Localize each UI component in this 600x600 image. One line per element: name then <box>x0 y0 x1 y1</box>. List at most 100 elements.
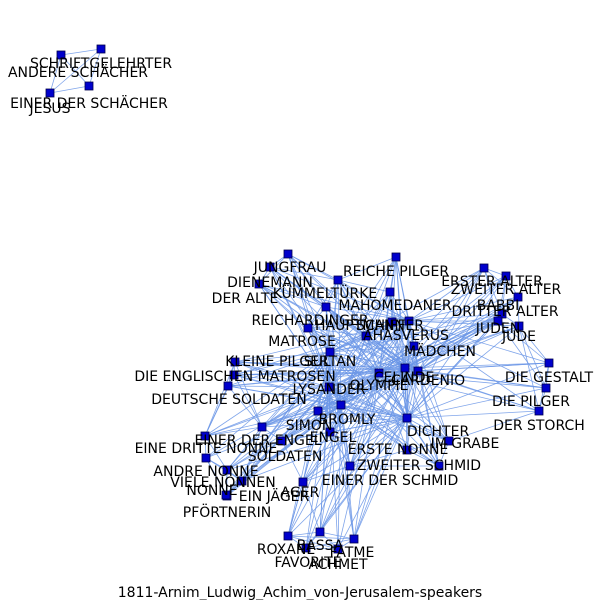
node-label-favorite: FAVORITE <box>274 555 341 571</box>
graph-node-kleine-pilger <box>230 357 240 367</box>
graph-edge <box>305 372 380 549</box>
graph-edge <box>391 321 408 419</box>
graph-node-jesus <box>45 88 55 98</box>
graph-edge <box>60 48 102 56</box>
graph-edge <box>406 370 419 451</box>
node-label-ager: AGER <box>281 485 320 501</box>
graph-edge <box>365 291 391 337</box>
graph-edge <box>448 410 540 442</box>
graph-node-einer-der-engel <box>257 422 267 432</box>
graph-edge <box>340 321 393 406</box>
graph-node-der-storch <box>534 406 544 416</box>
graph-node-die-gestalt <box>544 358 554 368</box>
graph-node-bassa <box>315 527 325 537</box>
node-label-celinde: CELINDE <box>374 370 435 386</box>
edge-layer <box>49 48 550 550</box>
graph-edge <box>329 417 408 433</box>
graph-node-jude <box>514 321 524 331</box>
node-label-kleine-pilger: KLEINE PILGER <box>225 354 329 370</box>
node-label-olympie: OLYMPIE <box>349 378 408 394</box>
graph-edge <box>205 386 330 459</box>
graph-edge <box>340 291 391 406</box>
graph-node-andre-nonne <box>201 453 211 463</box>
graph-node-jungfrau <box>283 249 293 259</box>
graph-edge <box>408 320 547 389</box>
graph-node-reiche-pilger <box>391 252 401 262</box>
graph-edge <box>204 385 229 437</box>
graph-edge <box>287 531 321 537</box>
graph-edge <box>329 345 415 353</box>
graph-edge <box>204 386 330 437</box>
graph-edge <box>60 54 90 87</box>
node-label-kuemmelturke: KÜMMELTÜRKE <box>273 284 377 302</box>
graph-node-favorite <box>301 543 311 553</box>
node-label-juden: JUDEN <box>475 321 520 337</box>
graph-node-sultan <box>325 347 335 357</box>
graph-edge <box>518 325 550 364</box>
graph-edge <box>302 404 342 483</box>
graph-edge <box>340 404 440 467</box>
node-label-einer-der-schmid: EINER DER SCHMID <box>322 473 458 489</box>
node-label-simon: SIMON <box>286 418 333 434</box>
graph-edge <box>406 417 450 442</box>
graph-edge <box>319 367 406 533</box>
graph-edge <box>204 351 331 437</box>
graph-edge <box>404 367 440 467</box>
graph-edge <box>269 266 410 322</box>
graph-edge <box>417 267 485 372</box>
graph-edge <box>483 267 503 315</box>
graph-node-einer-der-schaecher <box>84 81 94 91</box>
node-label-die-pilger: DIE PILGER <box>492 394 570 410</box>
graph-edge <box>307 327 367 337</box>
graph-edge <box>337 404 342 550</box>
graph-edge <box>287 372 380 537</box>
graph-edge <box>88 48 102 87</box>
node-label-andere-schaecher: ANDERE SCHÄCHER <box>8 63 148 81</box>
graph-edge <box>227 351 331 387</box>
node-label-babbi: BABBI <box>477 298 520 314</box>
graph-edge <box>406 387 547 419</box>
graph-edge <box>241 351 331 482</box>
graph-node-olympie <box>374 368 384 378</box>
node-label-einer-der-engel: EINER DER ENGEL <box>194 433 321 449</box>
graph-node-kuemmelturke <box>333 275 343 285</box>
node-label-fatme: FATME <box>330 545 375 561</box>
graph-edge <box>518 325 540 412</box>
node-label-erste-nonne: ERSTE NONNE <box>348 442 449 458</box>
graph-edge <box>204 435 228 471</box>
graph-edge <box>404 367 408 451</box>
graph-edge <box>337 279 391 293</box>
graph-edge <box>329 267 485 353</box>
node-label-der-alte: DER ALTE <box>212 291 279 307</box>
graph-node-ahasverus <box>404 316 414 326</box>
graph-node-die-pilger <box>541 383 551 393</box>
graph-node-zweiter-alter <box>501 271 511 281</box>
graph-node-lysander <box>324 382 334 392</box>
graph-edge <box>287 535 339 550</box>
graph-edge <box>389 291 410 322</box>
node-label-matrose: MATROSE <box>268 334 336 350</box>
graph-edge <box>408 313 503 322</box>
node-label-cardenio: CARDENIO <box>391 373 465 389</box>
node-label-reichardinger: REICHARDINGER <box>251 313 368 329</box>
node-label-andre-nonne: ANDRE NONNE <box>153 464 258 480</box>
graph-edge <box>204 426 263 437</box>
graph-edge <box>287 351 331 537</box>
graph-edge <box>226 417 408 471</box>
node-label-pfoertnerin: PFÖRTNERIN <box>183 503 271 521</box>
graph-edge <box>349 320 410 467</box>
graph-edge <box>329 370 419 433</box>
graph-edge <box>408 296 519 322</box>
graph-edge <box>337 279 410 322</box>
graph-edge <box>317 367 406 412</box>
graph-edge <box>353 417 408 540</box>
graph-node-maedchen <box>409 341 419 351</box>
graph-edge <box>233 374 263 428</box>
graph-edge <box>258 283 327 308</box>
graph-edge <box>417 370 540 412</box>
graph-edge <box>302 372 380 483</box>
graph-edge <box>353 370 419 540</box>
node-label-erster-alter: ERSTER ALTER <box>441 274 543 290</box>
graph-node-celinde <box>400 363 410 373</box>
